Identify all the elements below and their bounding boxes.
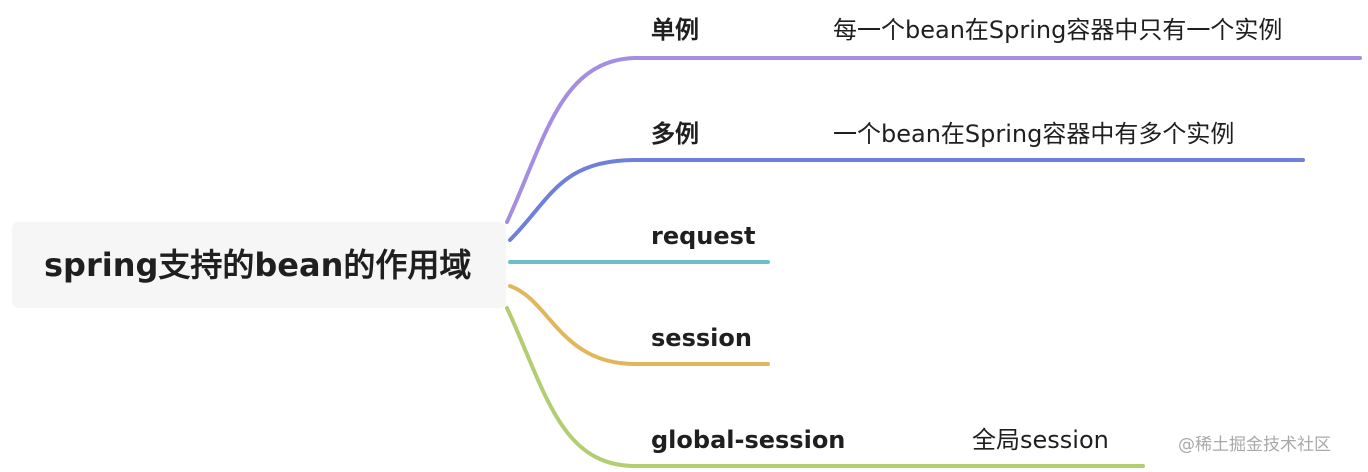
branch-label-request: request <box>651 222 756 250</box>
watermark: @稀土掘金技术社区 <box>1178 435 1331 455</box>
branch-connector-prototype <box>508 158 1305 242</box>
branch-detail-singleton: 每一个bean在Spring容器中只有一个实例 <box>833 16 1283 44</box>
branch-label-prototype: 多例 <box>651 120 699 148</box>
branch-label-session: session <box>651 324 752 352</box>
branch-connector-global-session <box>505 306 1145 468</box>
branch-label-global-session: global-session <box>651 426 846 454</box>
root-node-label: spring支持的bean的作用域 <box>44 246 472 284</box>
root-node <box>12 222 506 308</box>
branch-label-singleton: 单例 <box>651 16 699 44</box>
branch-connector-session <box>508 284 770 366</box>
branch-connector-singleton <box>505 56 1362 224</box>
branch-detail-global-session: 全局session <box>972 426 1109 454</box>
branch-detail-prototype: 一个bean在Spring容器中有多个实例 <box>833 120 1235 148</box>
